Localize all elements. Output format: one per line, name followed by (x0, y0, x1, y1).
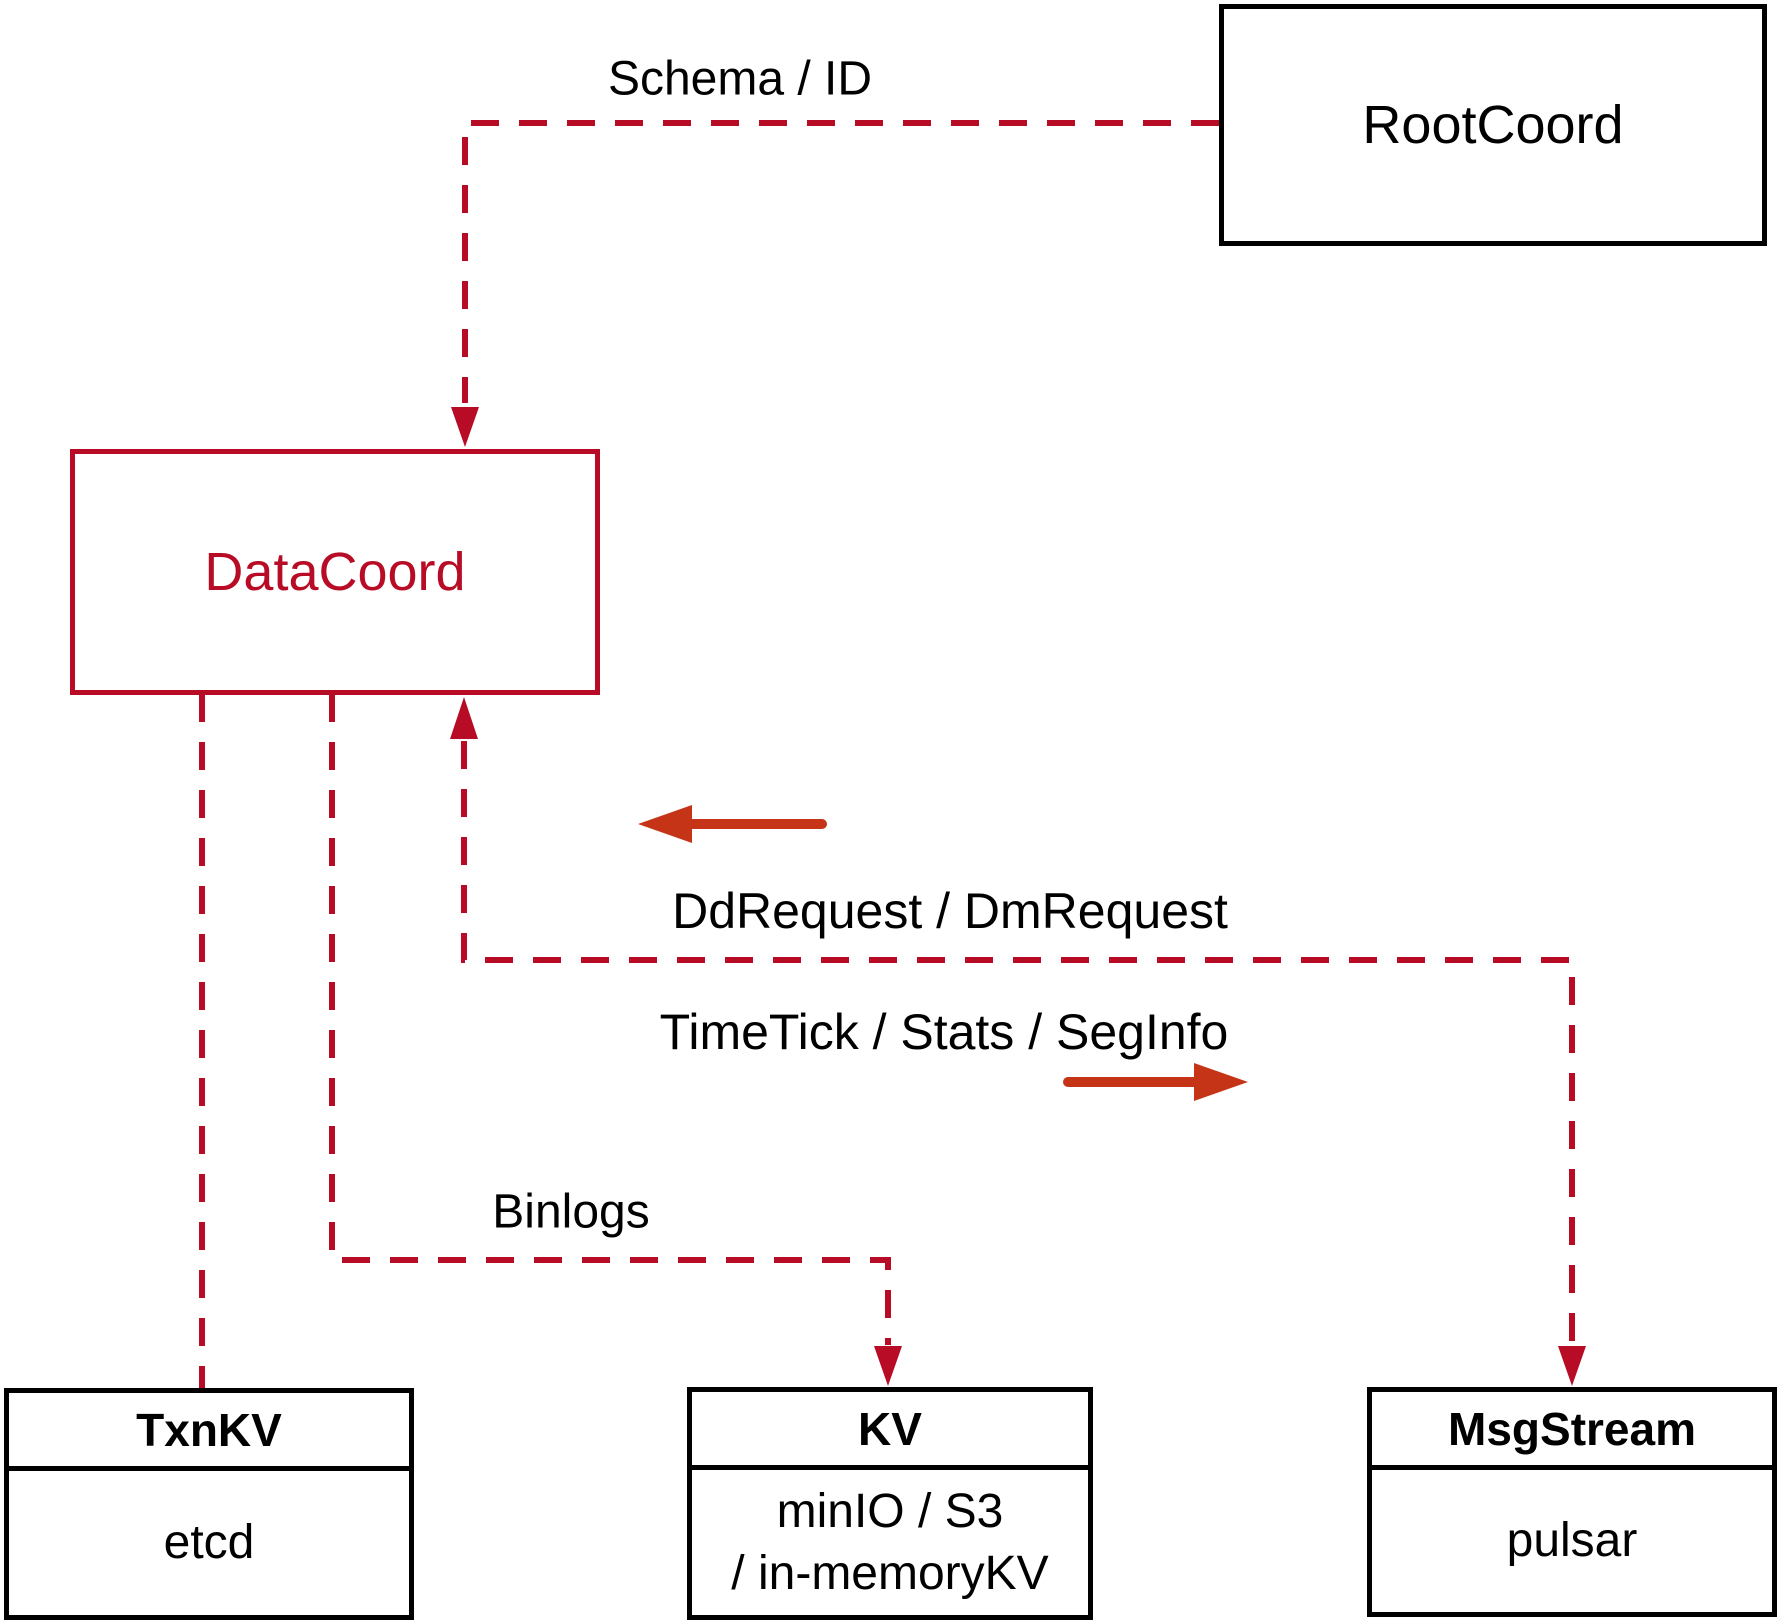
node-txnkv-title: TxnKV (9, 1393, 409, 1471)
node-msgstream-body: pulsar (1372, 1470, 1772, 1612)
edge-schema-id-arrowhead-down (451, 407, 479, 447)
edge-binlogs-arrowhead-down (874, 1346, 902, 1386)
node-kv-body-line2: / in-memoryKV (731, 1546, 1049, 1600)
node-kv-body-line1: minIO / S3 (776, 1484, 1004, 1538)
edge-requests-arrowhead-down (1558, 1346, 1586, 1386)
node-datacoord-label: DataCoord (204, 542, 466, 602)
edge-label-schema-id: Schema / ID (607, 52, 873, 106)
node-kv: KV minIO / S3 / in-memoryKV (687, 1387, 1093, 1620)
node-rootcoord-label: RootCoord (1362, 95, 1624, 155)
edge-label-timetick-stats-seginfo: TimeTick / Stats / SegInfo (659, 1004, 1229, 1060)
direction-arrow-right-head (1194, 1063, 1248, 1101)
edge-binlogs-line (329, 694, 891, 1345)
edge-schema-id-line (462, 120, 1219, 403)
edge-requests-line (461, 741, 1575, 1345)
node-txnkv-body-text: etcd (163, 1516, 255, 1569)
edge-requests-arrowhead-up (450, 697, 478, 739)
node-msgstream: MsgStream pulsar (1367, 1387, 1777, 1617)
direction-arrow-left-head (638, 805, 692, 843)
edge-label-dd-dm-request: DdRequest / DmRequest (672, 883, 1228, 939)
edge-label-binlogs: Binlogs (492, 1185, 650, 1239)
node-txnkv-body: etcd (9, 1471, 409, 1615)
node-rootcoord: RootCoord (1219, 4, 1767, 246)
node-msgstream-title: MsgStream (1372, 1392, 1772, 1470)
node-datacoord: DataCoord (70, 449, 600, 695)
node-msgstream-body-text: pulsar (1506, 1514, 1638, 1567)
node-kv-body: minIO / S3 / in-memoryKV (692, 1470, 1088, 1615)
node-kv-title: KV (692, 1392, 1088, 1470)
node-txnkv: TxnKV etcd (4, 1388, 414, 1620)
